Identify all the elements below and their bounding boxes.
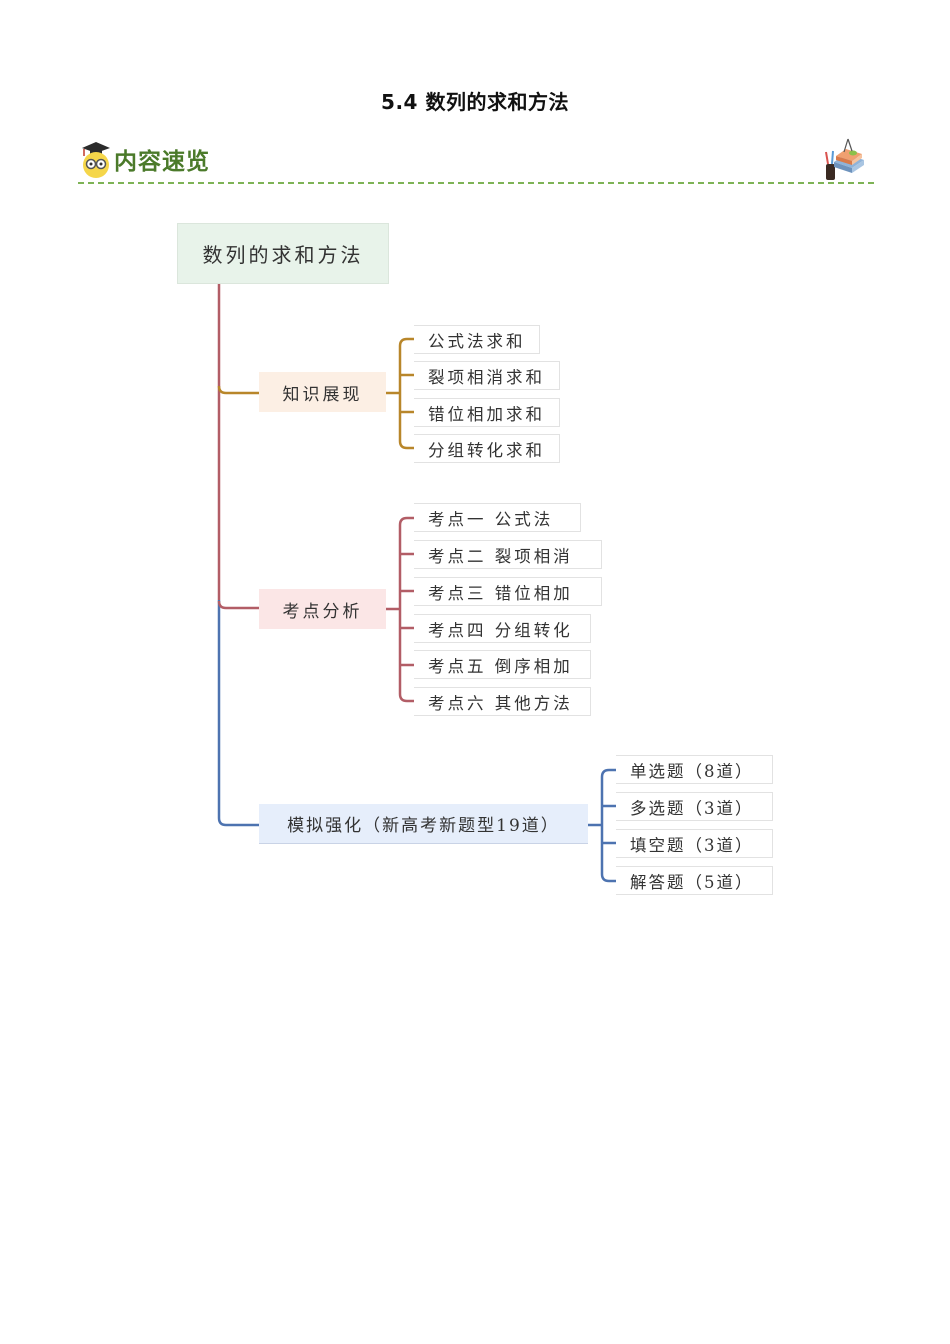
leaf-node[interactable]: 错位相加求和 bbox=[414, 398, 560, 427]
section-header-label: 内容速览 bbox=[114, 149, 210, 175]
leaf-node[interactable]: 单选题（8道） bbox=[616, 755, 773, 784]
books-stationery-icon bbox=[825, 138, 864, 180]
leaf-node[interactable]: 公式法求和 bbox=[414, 325, 540, 354]
section-header: 内容速览 bbox=[78, 136, 874, 186]
leaf-node[interactable]: 考点三 错位相加 bbox=[414, 577, 602, 606]
document-title: 5.4 数列的求和方法 bbox=[381, 90, 569, 114]
leaf-node[interactable]: 裂项相消求和 bbox=[414, 361, 560, 390]
leaf-node[interactable]: 解答题（5道） bbox=[616, 866, 773, 895]
leaf-node[interactable]: 考点一 公式法 bbox=[414, 503, 581, 532]
leaf-node[interactable]: 考点六 其他方法 bbox=[414, 687, 591, 716]
branch-knowledge[interactable]: 知识展现 bbox=[259, 372, 386, 412]
leaf-node[interactable]: 填空题（3道） bbox=[616, 829, 773, 858]
leaf-node[interactable]: 考点四 分组转化 bbox=[414, 614, 591, 643]
leaf-node[interactable]: 多选题（3道） bbox=[616, 792, 773, 821]
mindmap-root[interactable]: 数列的求和方法 bbox=[177, 223, 389, 284]
leaf-node[interactable]: 考点五 倒序相加 bbox=[414, 650, 591, 679]
section-divider bbox=[78, 182, 874, 184]
owl-graduate-icon bbox=[82, 142, 110, 178]
leaf-node[interactable]: 分组转化求和 bbox=[414, 434, 560, 463]
branch-practice[interactable]: 模拟强化（新高考新题型19道） bbox=[259, 804, 588, 844]
branch-exam-points[interactable]: 考点分析 bbox=[259, 589, 386, 629]
leaf-node[interactable]: 考点二 裂项相消 bbox=[414, 540, 602, 569]
